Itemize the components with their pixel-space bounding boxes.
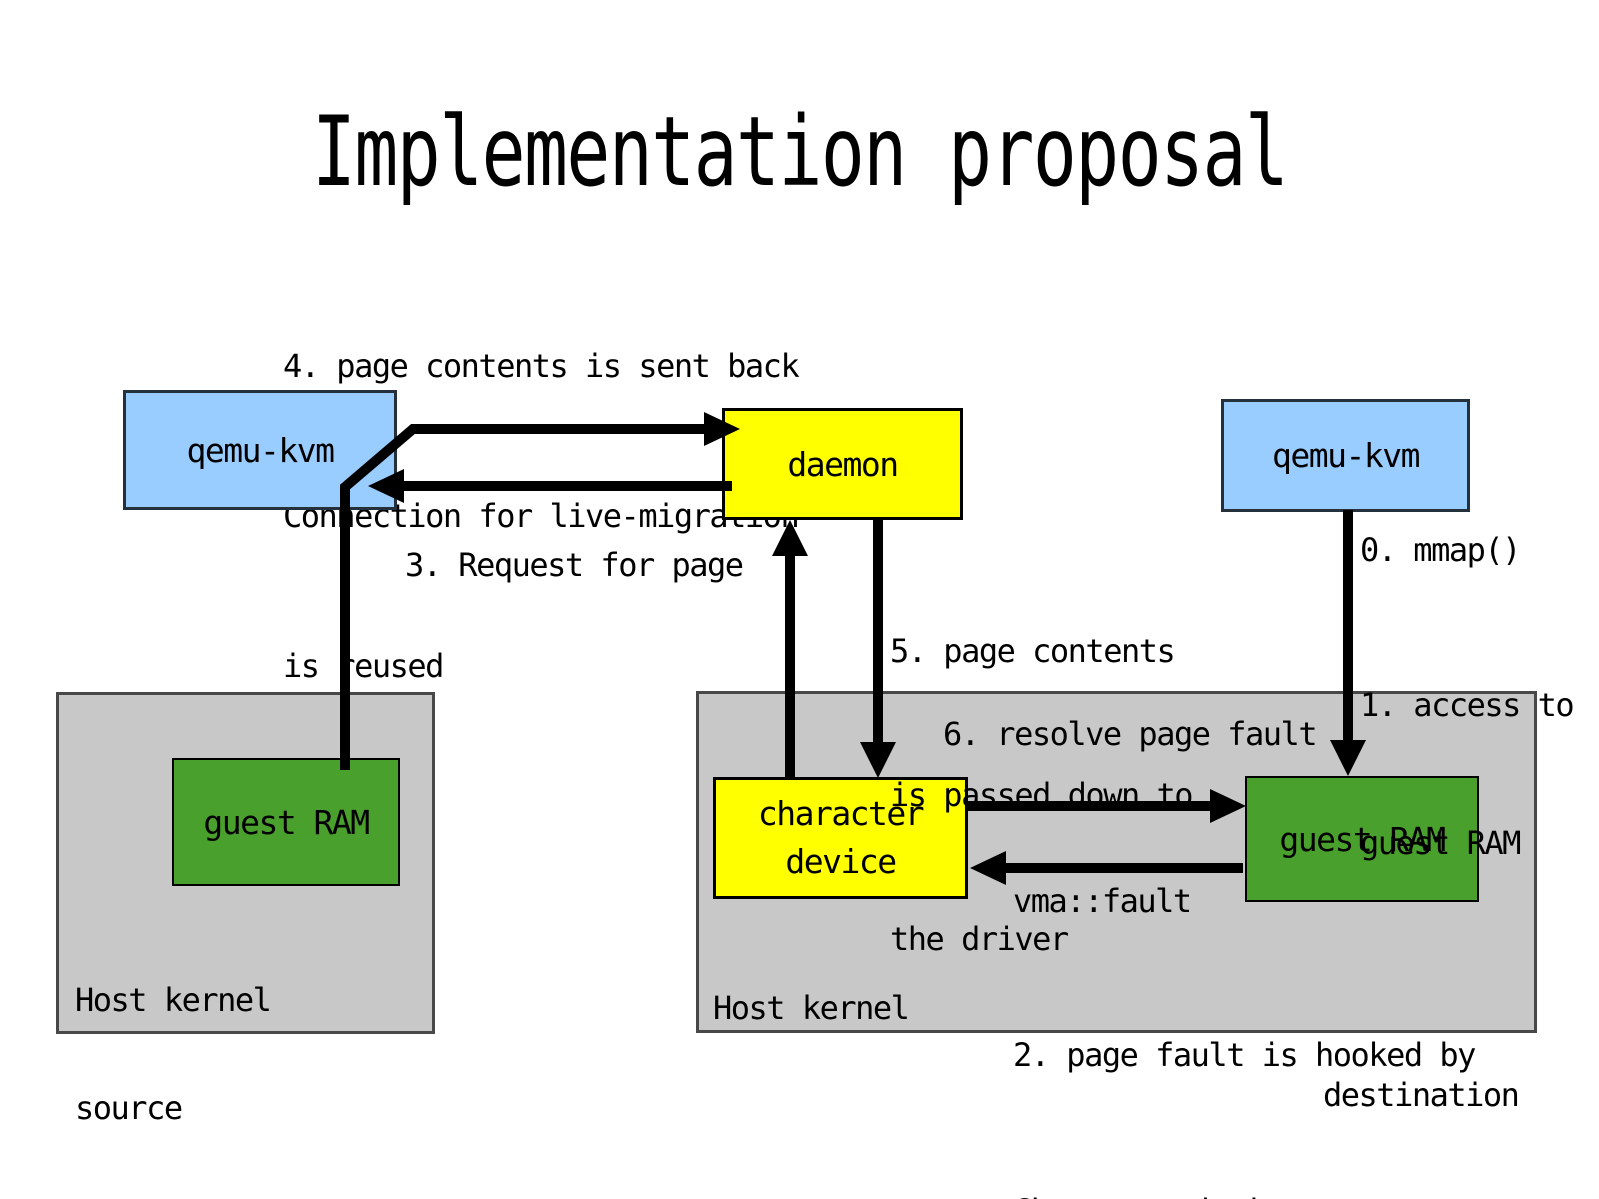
page-title: Implementation proposal xyxy=(0,82,1599,222)
note-vma-fault: vma::fault xyxy=(1013,882,1192,920)
note-step0: 0. mmap() xyxy=(1360,531,1521,569)
note-step4: 4. page contents is sent back Connection… xyxy=(283,241,800,791)
arrow-vma-fault xyxy=(970,851,1243,885)
character-device-label-line2: device xyxy=(785,842,897,881)
arrow-page-contents-sent-back xyxy=(368,469,732,503)
arrow-daemon-to-chardev-down xyxy=(860,518,896,778)
character-device-label-line1: character xyxy=(757,794,925,833)
note-step4-line1: 4. page contents is sent back xyxy=(283,347,800,385)
note-step5-line1: 5. page contents xyxy=(890,632,1176,670)
host-kernel-label-destination: Host kernel xyxy=(713,989,910,1027)
arrow-qemu-to-guestram-down xyxy=(1330,510,1366,776)
guest-ram-label-destination: guest RAM xyxy=(1279,819,1446,859)
arrow-chardev-to-daemon-up xyxy=(772,520,808,779)
note-step1: 1. access to guest RAM xyxy=(1360,590,1575,958)
note-step1-line1: 1. access to xyxy=(1360,686,1575,724)
footer-source-label: source xyxy=(75,1089,183,1127)
note-step3: 3. Request for page xyxy=(405,546,744,584)
host-kernel-label-source: Host kernel xyxy=(75,981,272,1019)
arrow-resolve-page-fault xyxy=(966,789,1246,823)
note-step5: 5. page contents is passed down to the d… xyxy=(890,531,1194,1059)
note-step4-line3: is reused xyxy=(283,647,444,685)
note-step2-line2: Character device. xyxy=(1013,1185,1475,1199)
footer-destination-label: destination xyxy=(1323,1076,1520,1114)
guest-ram-label-source: guest RAM xyxy=(203,802,370,842)
qemu-kvm-box-source: qemu-kvm xyxy=(123,390,397,510)
arrow-request-for-page xyxy=(340,412,740,770)
guest-ram-box-destination: guest RAM xyxy=(1245,776,1479,902)
qemu-kvm-label-destination: qemu-kvm xyxy=(1272,436,1420,475)
daemon-box: daemon xyxy=(722,408,963,520)
note-step2-line1: 2. page fault is hooked by xyxy=(1013,1036,1476,1074)
note-step1-line2: guest RAM xyxy=(1360,824,1521,862)
note-step6: 6. resolve page fault xyxy=(943,715,1318,753)
guest-ram-box-source: guest RAM xyxy=(172,758,400,886)
character-device-box: character device xyxy=(713,777,968,899)
note-step2: 2. page fault is hooked by Character dev… xyxy=(1013,925,1476,1199)
daemon-label: daemon xyxy=(787,444,899,484)
qemu-kvm-box-destination: qemu-kvm xyxy=(1221,399,1470,512)
note-step5-line2: is passed down to xyxy=(890,776,1194,814)
qemu-kvm-label-source: qemu-kvm xyxy=(186,430,335,470)
note-step5-line3: the driver xyxy=(890,920,1069,958)
page-title-text: Implementation proposal xyxy=(311,96,1289,208)
